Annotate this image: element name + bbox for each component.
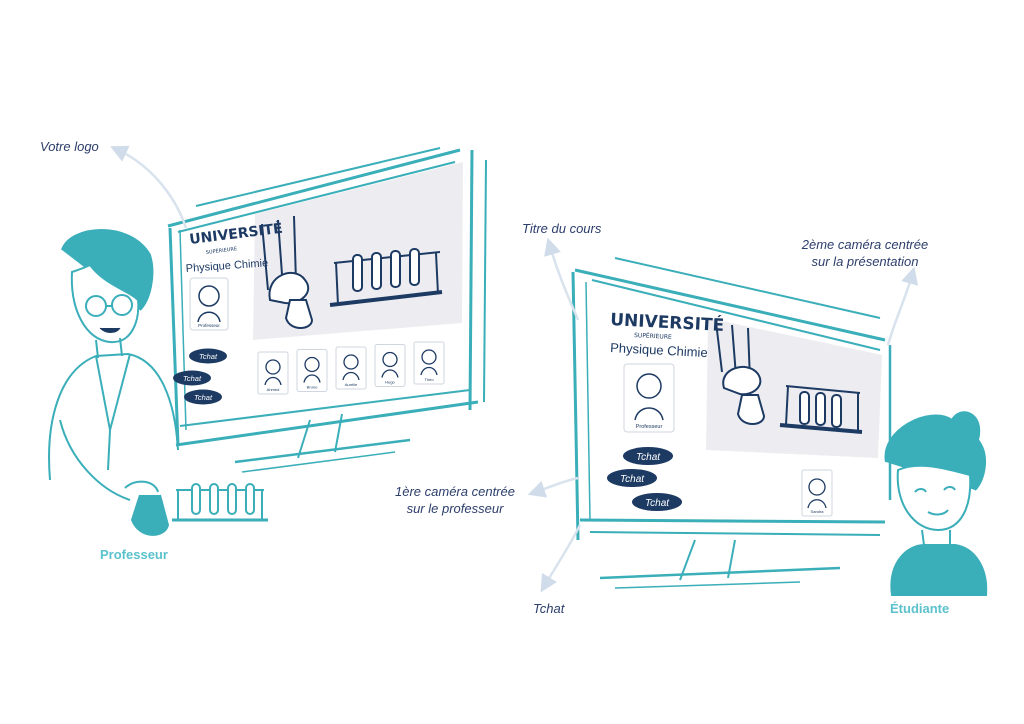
left-chat: Tchat Tchat Tchat	[173, 348, 227, 405]
callout-arrows	[110, 145, 919, 593]
label-camera1: 1ère caméra centrée sur le professeur	[380, 483, 530, 517]
chat-bubble: Tchat	[199, 352, 218, 361]
student-shoulders	[420, 366, 438, 376]
label-camera1-line1: 1ère caméra centrée	[395, 484, 515, 499]
right-screen-logo: UNIVERSITÉ	[610, 308, 725, 336]
student-name: Théo	[424, 377, 434, 382]
label-camera1-line2: sur le professeur	[406, 501, 504, 516]
right-chat: Tchat Tchat Tchat	[607, 447, 682, 511]
student-thumbnail: Bruno	[296, 349, 328, 392]
label-camera2: 2ème caméra centrée sur la présentation	[780, 236, 950, 270]
right-screen-prof-caption: Professeur	[636, 424, 663, 430]
student-thumbnail: Ahmed	[257, 351, 289, 395]
student-avatar-icon	[382, 351, 398, 368]
student-figure	[884, 411, 988, 596]
left-screen-prof-caption: Professeur	[198, 323, 220, 328]
left-screen-logo-sub: SUPÉRIEURE	[205, 244, 237, 256]
label-chat: Tchat	[533, 601, 565, 616]
label-professor: Professeur	[100, 547, 168, 562]
student-shoulders	[264, 376, 282, 386]
chat-bubble: Tchat	[194, 393, 213, 402]
student-avatar-icon	[343, 354, 359, 370]
student-shoulders	[381, 369, 399, 378]
student-thumbnail: Aurélie	[335, 346, 367, 390]
label-camera2-line1: 2ème caméra centrée	[801, 237, 929, 252]
chat-bubble: Tchat	[183, 374, 202, 383]
right-monitor: UNIVERSITÉ SUPÉRIEURE Physique Chimie Pr…	[571, 257, 892, 589]
professor-camera-icon	[198, 285, 220, 307]
student-avatar-icon	[808, 478, 826, 496]
student-name: Bruno	[307, 385, 318, 390]
label-course-title: Titre du cours	[522, 221, 602, 236]
right-screen-logo-sub: SUPÉRIEURE	[634, 331, 672, 341]
student-name: Aurélie	[345, 382, 358, 387]
professor-figure	[48, 229, 268, 536]
student-name: Hugo	[385, 380, 395, 385]
left-monitor: UNIVERSITÉ SUPÉRIEURE Physique Chimie Pr…	[167, 147, 487, 473]
student-thumbnail-row: Ahmed Bruno Aurélie Hugo Théo	[257, 341, 445, 395]
student-avatar-icon	[265, 359, 281, 375]
professor-camera-icon	[636, 373, 662, 399]
right-screen-course: Physique Chimie	[610, 340, 708, 360]
chat-bubble: Tchat	[636, 452, 661, 463]
student-name: Ahmed	[267, 387, 280, 392]
student-avatar-icon	[304, 356, 320, 373]
student-avatar-icon	[421, 349, 437, 365]
left-screen-course: Physique Chimie	[185, 257, 268, 275]
student-thumbnail: Théo	[413, 341, 445, 385]
label-student: Étudiante	[890, 601, 950, 616]
student-thumbnail: Hugo	[374, 344, 406, 387]
chat-bubble: Tchat	[620, 474, 645, 485]
label-logo: Votre logo	[40, 139, 99, 154]
chat-bubble: Tchat	[645, 498, 670, 509]
label-camera2-line2: sur la présentation	[811, 254, 919, 269]
student-shoulders	[342, 371, 360, 381]
right-screen-student-name: Sandra	[811, 509, 825, 514]
student-shoulders	[303, 374, 321, 383]
